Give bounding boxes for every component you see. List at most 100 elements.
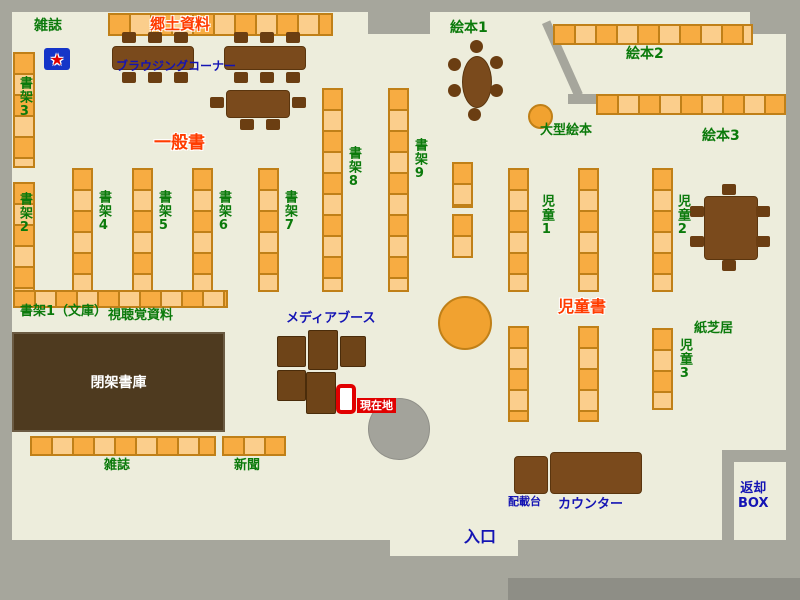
chair	[234, 32, 248, 43]
label-large-picture-books: 大型絵本	[540, 123, 593, 138]
chair	[260, 32, 274, 43]
label-children-2: 児童2	[674, 194, 690, 238]
bookshelf-jido1-lower	[508, 326, 529, 422]
chair	[448, 84, 461, 97]
label-shelf6: 書架6	[215, 190, 231, 234]
bookshelf-bunko-av	[13, 290, 228, 308]
label-general-books: 一般書	[154, 133, 205, 153]
chair	[448, 58, 461, 71]
browsing-table-2	[224, 46, 306, 70]
bookshelf-shoka7	[258, 168, 279, 292]
label-picture-books-1: 絵本1	[450, 20, 488, 36]
chair	[292, 97, 306, 108]
bookshelf-shinbun	[222, 436, 286, 456]
returnbox-wall-top	[722, 450, 800, 462]
label-children-1: 児童1	[538, 194, 554, 238]
label-shelf8: 書架8	[345, 146, 361, 190]
wall-right	[786, 0, 800, 556]
media-booth-unit	[277, 336, 306, 367]
bookshelf-shoka4	[72, 168, 93, 292]
bookshelf-shoka3	[13, 52, 35, 168]
label-picture-books-2: 絵本2	[626, 46, 664, 62]
chair	[468, 108, 481, 121]
round-table-center	[438, 296, 492, 350]
label-shelf4: 書架4	[95, 190, 111, 234]
round-table-ogata-ehon	[528, 104, 553, 129]
chair	[286, 72, 300, 83]
chair	[756, 236, 770, 247]
chair	[690, 206, 704, 217]
label-shelf1-bunko: 書架1（文庫）	[20, 304, 108, 319]
chair	[122, 32, 136, 43]
label-entrance: 入口	[464, 527, 497, 546]
closed-stacks-label: 閉架書庫	[90, 375, 147, 391]
chair	[722, 184, 736, 195]
bookshelf-kyodo	[108, 13, 333, 36]
media-booth-unit	[340, 336, 366, 367]
bookshelf-jido2	[652, 168, 673, 292]
label-shelf5: 書架5	[155, 190, 171, 234]
label-shelf3: 書架3	[16, 76, 32, 120]
bookshelf-ehon2	[553, 24, 753, 45]
chair	[174, 32, 188, 43]
chair	[690, 236, 704, 247]
chair	[490, 84, 503, 97]
bookshelf-zasshi-bottom	[30, 436, 216, 456]
label-audiovisual: 視聴覚資料	[108, 308, 174, 323]
wall-left	[0, 0, 12, 556]
current-location-label: 現在地	[357, 398, 396, 414]
bookshelf-shoka9	[388, 88, 409, 292]
magazine-star-icon: ★	[44, 48, 70, 70]
chair	[756, 206, 770, 217]
chair	[490, 56, 503, 69]
chair	[240, 119, 254, 130]
bookshelf-jido1-upper	[508, 168, 529, 292]
counter-desk	[550, 452, 642, 494]
chair	[148, 32, 162, 43]
label-return-box-line2: BOX	[738, 495, 769, 511]
label-children-books: 児童書	[558, 297, 607, 316]
chair	[470, 40, 483, 53]
bookshelf-center-a	[452, 162, 473, 208]
label-magazines-top: 雑誌	[34, 18, 62, 34]
sorting-table	[514, 456, 548, 494]
bookshelf-shoka8	[322, 88, 343, 292]
media-booth-unit	[277, 370, 306, 401]
label-shelf2: 書架2	[16, 192, 32, 236]
chair	[234, 72, 248, 83]
children-table	[704, 196, 758, 260]
browsing-table-1	[112, 46, 194, 70]
media-booth-unit	[308, 330, 338, 370]
label-local-materials: 郷土資料	[150, 15, 211, 33]
label-sorting-table: 配載台	[508, 495, 541, 508]
bookshelf-ehon3	[596, 94, 786, 115]
wall-bottom-right	[518, 540, 800, 556]
wall-top-center-block	[368, 0, 430, 34]
bookshelf-shoka5	[132, 168, 153, 292]
chair	[266, 119, 280, 130]
bookshelf-jido-mid-upper	[578, 168, 599, 292]
chair	[174, 72, 188, 83]
label-children-3: 児童3	[676, 338, 692, 382]
label-counter: カウンター	[558, 497, 624, 512]
label-kamishibai: 紙芝居	[694, 321, 734, 336]
label-return-box-line1: 返却	[740, 481, 767, 496]
browsing-table-3	[226, 90, 290, 118]
bookshelf-jido-mid-lower	[578, 326, 599, 422]
chair	[722, 260, 736, 271]
label-magazines-bottom: 雑誌	[104, 458, 131, 473]
closed-stacks-area: 閉架書庫	[12, 332, 225, 432]
label-return-box: 返却 BOX	[738, 481, 769, 512]
picture-book-table	[462, 56, 492, 108]
label-media-booth: メディアブース	[286, 311, 376, 326]
star-icon: ★	[49, 49, 65, 69]
label-shelf9: 書架9	[411, 138, 427, 182]
label-shelf7: 書架7	[281, 190, 297, 234]
wall-top-right-block	[750, 0, 800, 34]
media-booth-unit	[306, 372, 336, 414]
label-browsing-corner: ブラウジングコーナー	[116, 59, 237, 73]
current-location-marker	[336, 384, 356, 414]
chair	[122, 72, 136, 83]
wall-bottom-left	[0, 540, 390, 556]
bookshelf-center-b	[452, 214, 473, 258]
